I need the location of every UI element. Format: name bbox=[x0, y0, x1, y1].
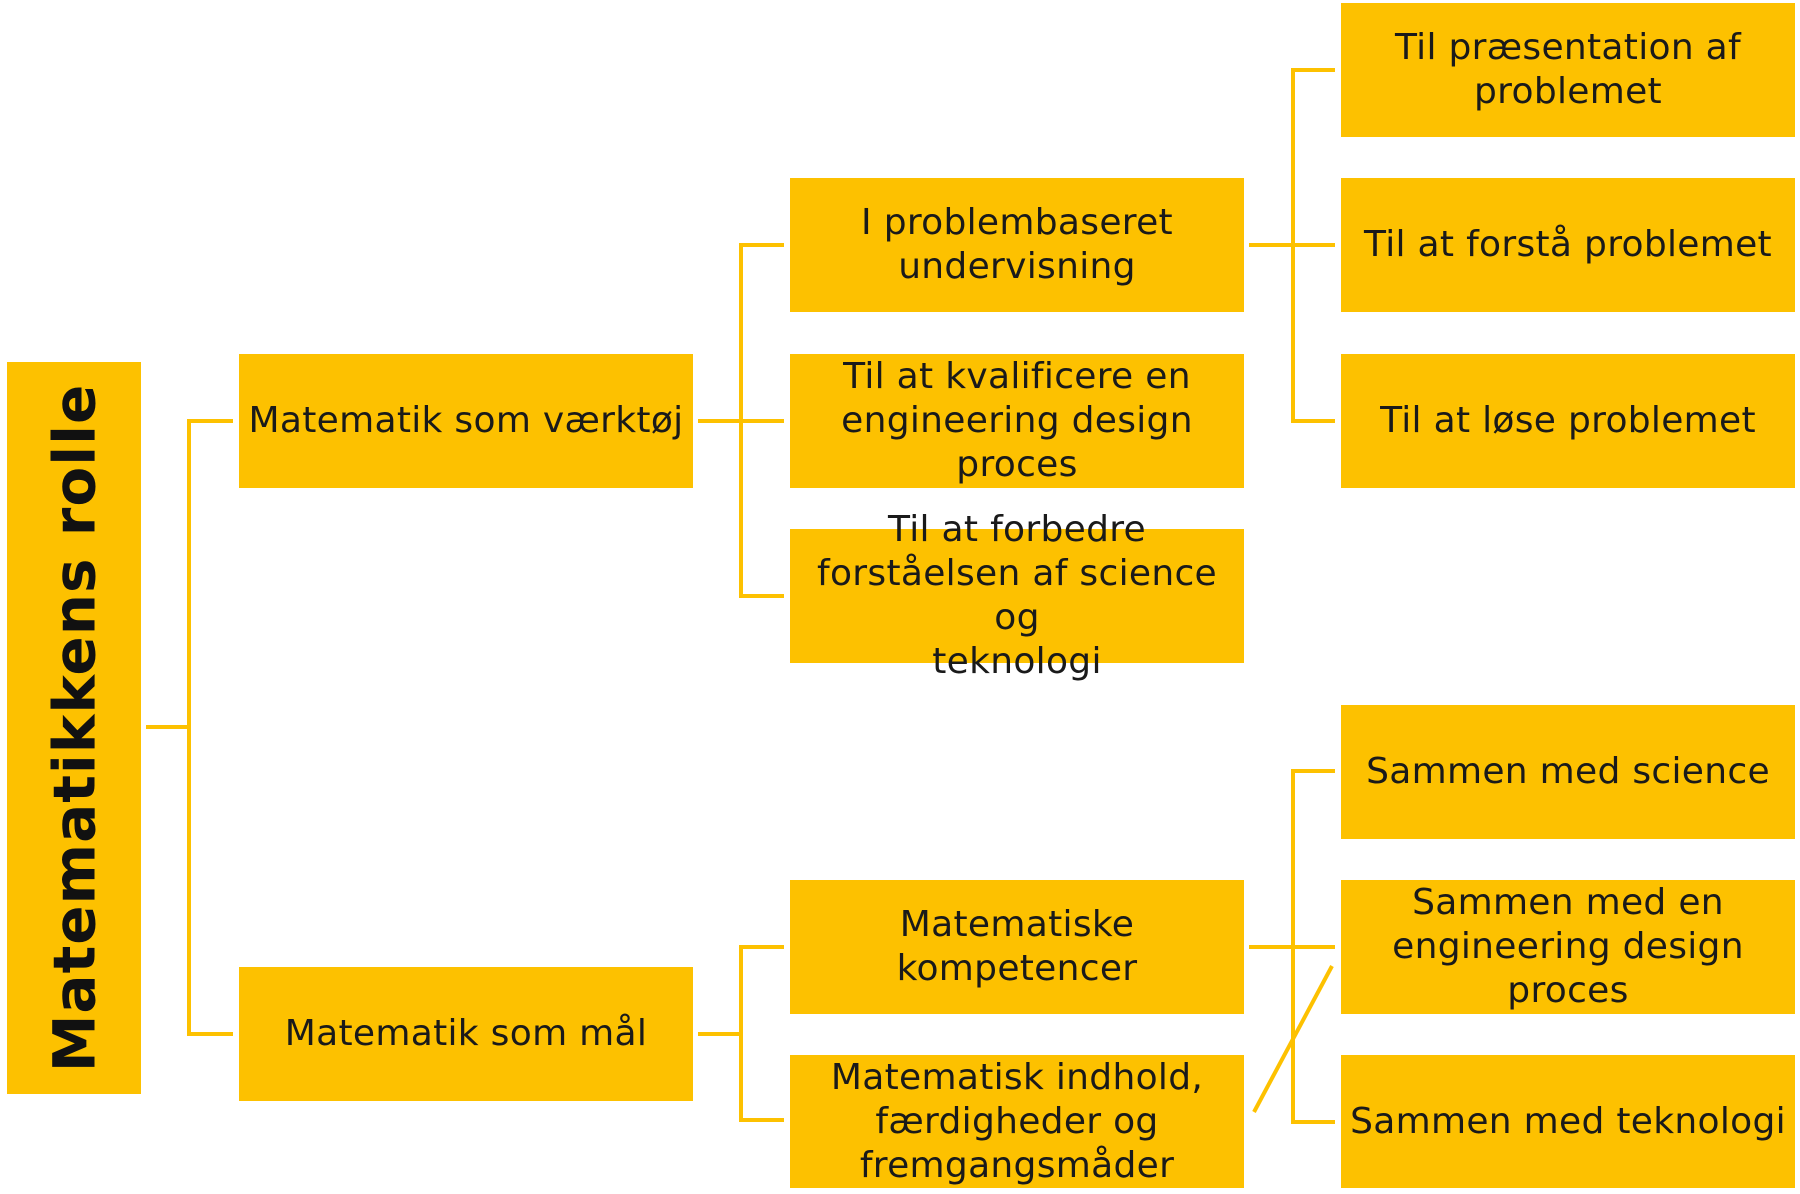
node-solve-problem: Til at løse problemet bbox=[1341, 354, 1795, 488]
node-problem-based-teaching: I problembaseret undervisning bbox=[790, 178, 1244, 312]
node-improve-science-understanding: Til at forbedre forståelsen af science o… bbox=[790, 509, 1244, 682]
node-label-line: Matematiske bbox=[899, 904, 1135, 945]
node-label-line: teknologi bbox=[932, 641, 1102, 682]
node-label-line: Sammen med en bbox=[1412, 882, 1724, 923]
node-label-line: Til at løse problemet bbox=[1380, 400, 1756, 441]
node-qualify-engineering-design: Til at kvalificere en engineering design… bbox=[790, 354, 1244, 488]
node-together-with-technology: Sammen med teknologi bbox=[1341, 1055, 1795, 1188]
node-label-line: I problembaseret bbox=[861, 202, 1173, 243]
connector-content-diagonal bbox=[1252, 965, 1334, 1113]
node-label-line: Sammen med science bbox=[1366, 751, 1770, 792]
node-label-line: undervisning bbox=[898, 246, 1136, 287]
node-label-line: Til at forstå problemet bbox=[1364, 224, 1772, 265]
node-present-problem: Til præsentation af problemet bbox=[1341, 3, 1795, 137]
node-label-line: kompetencer bbox=[896, 948, 1138, 989]
node-label-line: Til at kvalificere en bbox=[843, 356, 1191, 397]
node-label-line: Til at forbedre bbox=[888, 509, 1146, 550]
root-title: Matematikkens rolle bbox=[40, 383, 109, 1073]
node-math-content-skills: Matematisk indhold, færdigheder og fremg… bbox=[790, 1055, 1244, 1188]
node-label-line: Til præsentation af bbox=[1394, 27, 1742, 68]
node-label-line: Matematisk indhold, bbox=[830, 1056, 1204, 1098]
node-math-competences: Matematiske kompetencer bbox=[790, 880, 1244, 1014]
node-label-line: proces bbox=[1507, 970, 1629, 1011]
node-label: Matematik som mål bbox=[284, 1013, 648, 1054]
node-together-with-science: Sammen med science bbox=[1341, 705, 1795, 839]
node-label-line: proces bbox=[956, 444, 1078, 485]
node-label-line: fremgangsmåder bbox=[859, 1144, 1175, 1186]
node-label-line: problemet bbox=[1474, 71, 1662, 112]
node-label-line: engineering design bbox=[1392, 926, 1744, 967]
node-label-line: færdigheder og bbox=[875, 1100, 1159, 1142]
node-understand-problem: Til at forstå problemet bbox=[1341, 178, 1795, 312]
root-node: Matematikkens rolle bbox=[7, 362, 141, 1094]
node-label-line: engineering design bbox=[841, 400, 1193, 441]
node-label-line: Sammen med teknologi bbox=[1350, 1100, 1786, 1142]
node-math-as-tool: Matematik som værktøj bbox=[239, 354, 693, 488]
node-together-with-engineering-design: Sammen med en engineering design proces bbox=[1341, 880, 1795, 1014]
node-label-line: forståelsen af science og bbox=[817, 553, 1217, 638]
node-math-as-goal: Matematik som mål bbox=[239, 967, 693, 1101]
node-label: Matematik som værktøj bbox=[248, 400, 684, 441]
